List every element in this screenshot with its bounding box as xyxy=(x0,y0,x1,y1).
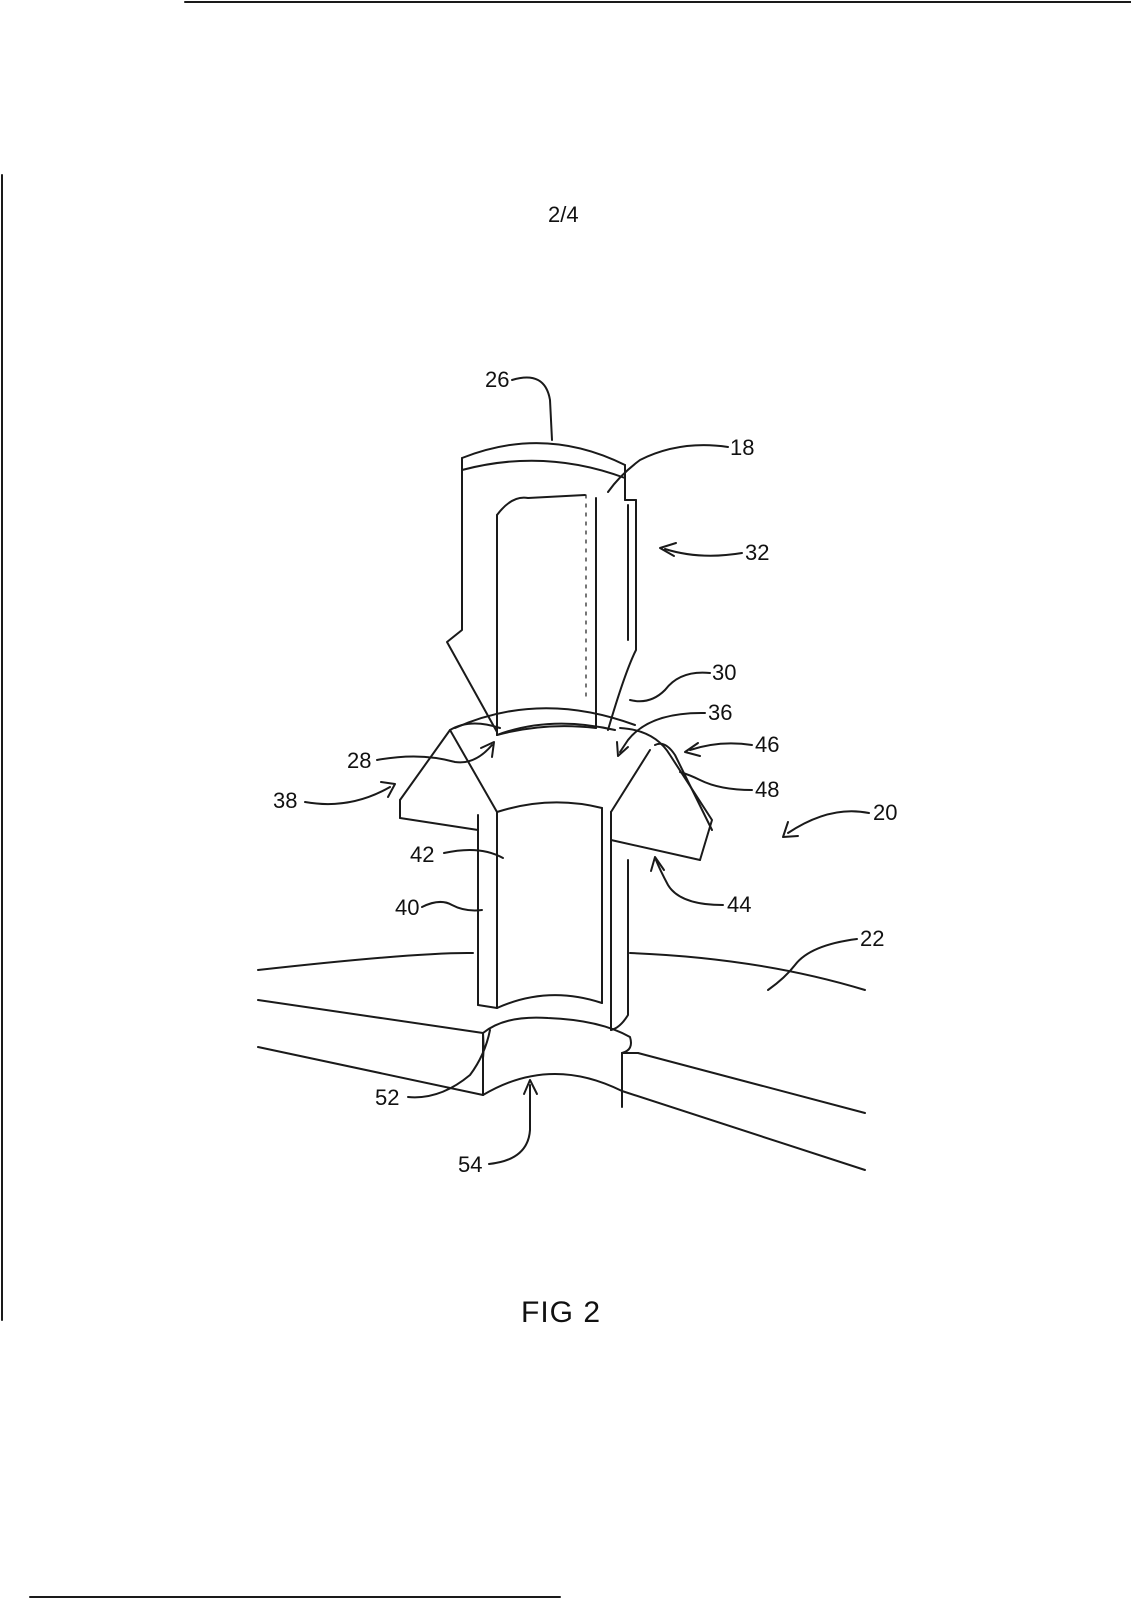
leader-44 xyxy=(655,859,724,906)
hole-54-front xyxy=(482,1072,623,1096)
label-28: 28 xyxy=(347,748,371,773)
leader-36 xyxy=(619,711,706,753)
flange-cone-left xyxy=(449,729,498,813)
base-plate-top-edge-right xyxy=(637,1052,866,1114)
arrow-46 xyxy=(684,742,701,757)
arrow-32 xyxy=(659,542,677,557)
label-32: 32 xyxy=(745,540,769,565)
pin-right-face xyxy=(607,499,637,731)
leader-20 xyxy=(787,810,870,834)
arrow-28 xyxy=(480,741,495,758)
flange-top-left xyxy=(399,722,501,801)
sleeve-right-face xyxy=(610,859,629,1031)
label-36: 36 xyxy=(708,700,732,725)
leader-28 xyxy=(376,744,493,764)
pin-cap-top xyxy=(461,442,626,466)
arrow-44 xyxy=(650,856,665,872)
arrow-36 xyxy=(616,741,629,757)
label-46: 46 xyxy=(755,732,779,757)
leader-26 xyxy=(511,376,553,441)
leader-48 xyxy=(679,771,753,791)
label-30: 30 xyxy=(712,660,736,685)
base-plate-top-curve-right xyxy=(629,952,866,991)
leader-46 xyxy=(689,742,753,751)
label-20: 20 xyxy=(873,800,897,825)
label-48: 48 xyxy=(755,777,779,802)
label-44: 44 xyxy=(727,892,751,917)
pin-outer-left xyxy=(446,489,498,733)
base-plate-top-curve xyxy=(257,951,474,971)
leader-52 xyxy=(407,1029,491,1099)
flange-bottom-right xyxy=(610,839,701,861)
leader-18 xyxy=(607,444,729,493)
leader-30 xyxy=(629,671,711,703)
label-52: 52 xyxy=(375,1085,399,1110)
leader-22 xyxy=(767,938,858,991)
label-38: 38 xyxy=(273,788,297,813)
pin-cap-band xyxy=(461,459,626,479)
label-18: 18 xyxy=(730,435,754,460)
page-number: 2/4 xyxy=(548,202,579,227)
base-plate-bottom-edge-right xyxy=(621,1090,866,1171)
flange-skirt-edge xyxy=(654,742,713,831)
label-26: 26 xyxy=(485,367,509,392)
leader-54 xyxy=(488,1084,531,1165)
hole-54-rim-front xyxy=(482,1032,485,1059)
leader-32 xyxy=(664,548,743,557)
label-54: 54 xyxy=(458,1152,482,1177)
base-plate-bottom-edge-left xyxy=(257,1046,484,1096)
base-plate-top-edge-left xyxy=(257,999,484,1034)
sleeve-bottom-left xyxy=(477,1004,498,1009)
leader-42 xyxy=(443,848,504,859)
label-40: 40 xyxy=(395,895,419,920)
arrow-54 xyxy=(523,1079,538,1095)
arrow-38 xyxy=(380,781,396,798)
flange-top-right xyxy=(619,727,713,861)
pin-slot-top xyxy=(496,494,586,516)
flange-cone-right xyxy=(610,749,651,813)
flange-bottom-left xyxy=(399,817,479,831)
hole-54-rim xyxy=(482,1016,632,1054)
leader-38 xyxy=(304,786,391,806)
flange-seat-inner xyxy=(496,722,616,736)
leader-40 xyxy=(421,901,483,912)
figure-caption: FIG 2 xyxy=(521,1296,602,1329)
sleeve-bottom-curve xyxy=(496,994,603,1009)
sleeve-inner-top-curve xyxy=(496,801,603,813)
label-22: 22 xyxy=(860,926,884,951)
label-42: 42 xyxy=(410,842,434,867)
pin-neck-curve xyxy=(496,725,597,736)
arrow-20 xyxy=(782,821,799,838)
